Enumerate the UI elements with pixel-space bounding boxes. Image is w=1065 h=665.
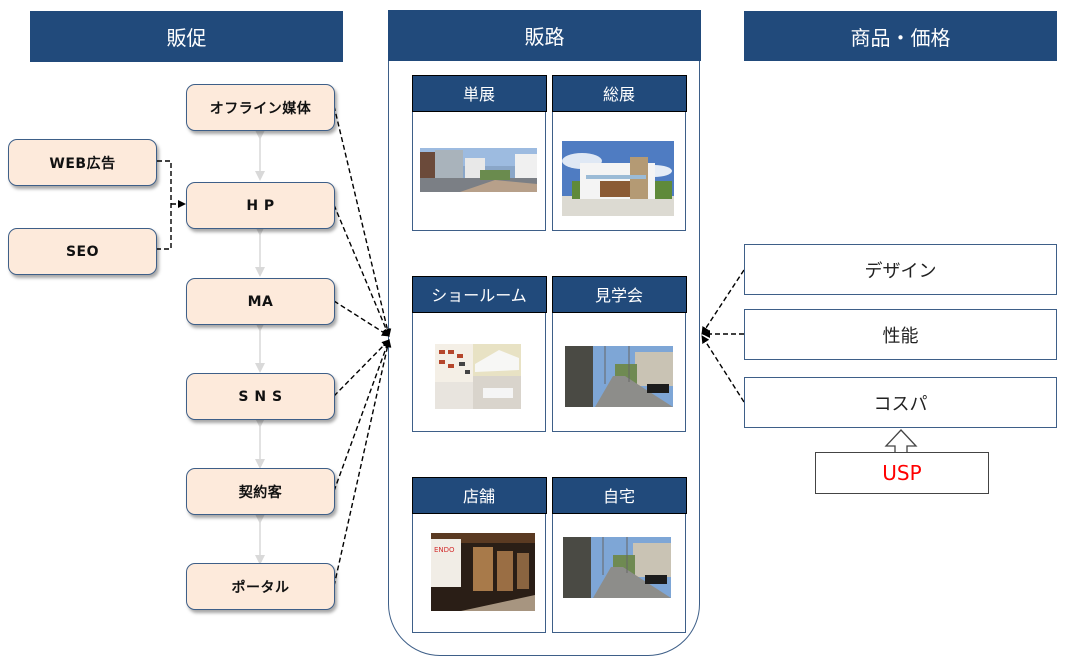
usp-box: USP <box>815 452 989 494</box>
channel-card: 見学会 <box>551 275 687 432</box>
offline-media-box: オフライン媒体 <box>186 84 335 131</box>
channel-card: 店舗 ENDO <box>411 476 547 633</box>
channel-card-label: 単展 <box>462 85 495 104</box>
storefront-photo: ENDO <box>431 533 535 611</box>
feature-label: コスパ <box>873 393 928 415</box>
channel-card-label: 総展 <box>602 85 635 104</box>
model-house-photo <box>562 141 674 216</box>
promotion-title: 販促 <box>166 26 207 50</box>
portal-box: ポータル <box>186 563 335 610</box>
contract-customers-box: 契約客 <box>186 468 335 515</box>
channel-card: 自宅 <box>551 476 687 633</box>
ma-box: MA <box>186 278 335 325</box>
channel-card: 総展 <box>551 74 687 231</box>
seo-label: SEO <box>65 243 100 260</box>
feature-label: 性能 <box>882 325 919 347</box>
link-hp-to-channels <box>333 204 390 337</box>
channel-card-label: 自宅 <box>602 487 635 506</box>
web-ad-box: WEB広告 <box>8 139 157 186</box>
channel-card: ショールーム <box>411 275 547 432</box>
channels-header: 販路 <box>388 10 701 61</box>
feature-box-performance: 性能 <box>744 309 1057 360</box>
feature-label: デザイン <box>864 260 937 282</box>
ma-label: MA <box>247 293 274 310</box>
link-design-to-channels <box>701 269 745 335</box>
channel-card-label: 見学会 <box>594 286 643 305</box>
product-price-title: 商品・価格 <box>850 25 951 50</box>
link-webad-bracket <box>157 160 172 250</box>
svg-text:ENDO: ENDO <box>434 546 455 554</box>
offline-media-label: オフライン媒体 <box>209 100 312 117</box>
channel-card-label: ショールーム <box>431 286 527 305</box>
model-home-street-photo <box>420 148 537 192</box>
link-offline-to-channels <box>333 105 392 337</box>
seo-box: SEO <box>8 228 157 275</box>
showroom-photo <box>435 344 521 409</box>
link-sns-to-channels <box>333 339 390 397</box>
link-portal-to-channels <box>333 339 392 587</box>
link-costperf-to-channels <box>701 335 745 403</box>
usp-up-arrow <box>884 429 918 452</box>
feature-box-cost-performance: コスパ <box>744 377 1057 428</box>
hp-box: H P <box>186 182 335 229</box>
sns-box: S N S <box>186 373 335 420</box>
residential-street-photo <box>565 346 673 407</box>
promotion-header: 販促 <box>30 11 343 62</box>
hp-label: H P <box>246 197 275 214</box>
web-ad-label: WEB広告 <box>49 155 116 172</box>
portal-label: ポータル <box>231 579 290 596</box>
channel-card-label: 店舗 <box>462 487 495 506</box>
usp-label: USP <box>882 461 922 485</box>
channel-card: 単展 <box>411 74 547 231</box>
feature-box-design: デザイン <box>744 244 1057 295</box>
contract-customers-label: 契約客 <box>238 484 283 501</box>
link-ma-to-channels <box>333 300 390 337</box>
link-contract-to-channels <box>333 339 391 492</box>
product-price-header: 商品・価格 <box>744 11 1057 61</box>
channels-title: 販路 <box>524 25 565 49</box>
sns-label: S N S <box>238 388 283 405</box>
home-street-photo <box>563 537 671 598</box>
